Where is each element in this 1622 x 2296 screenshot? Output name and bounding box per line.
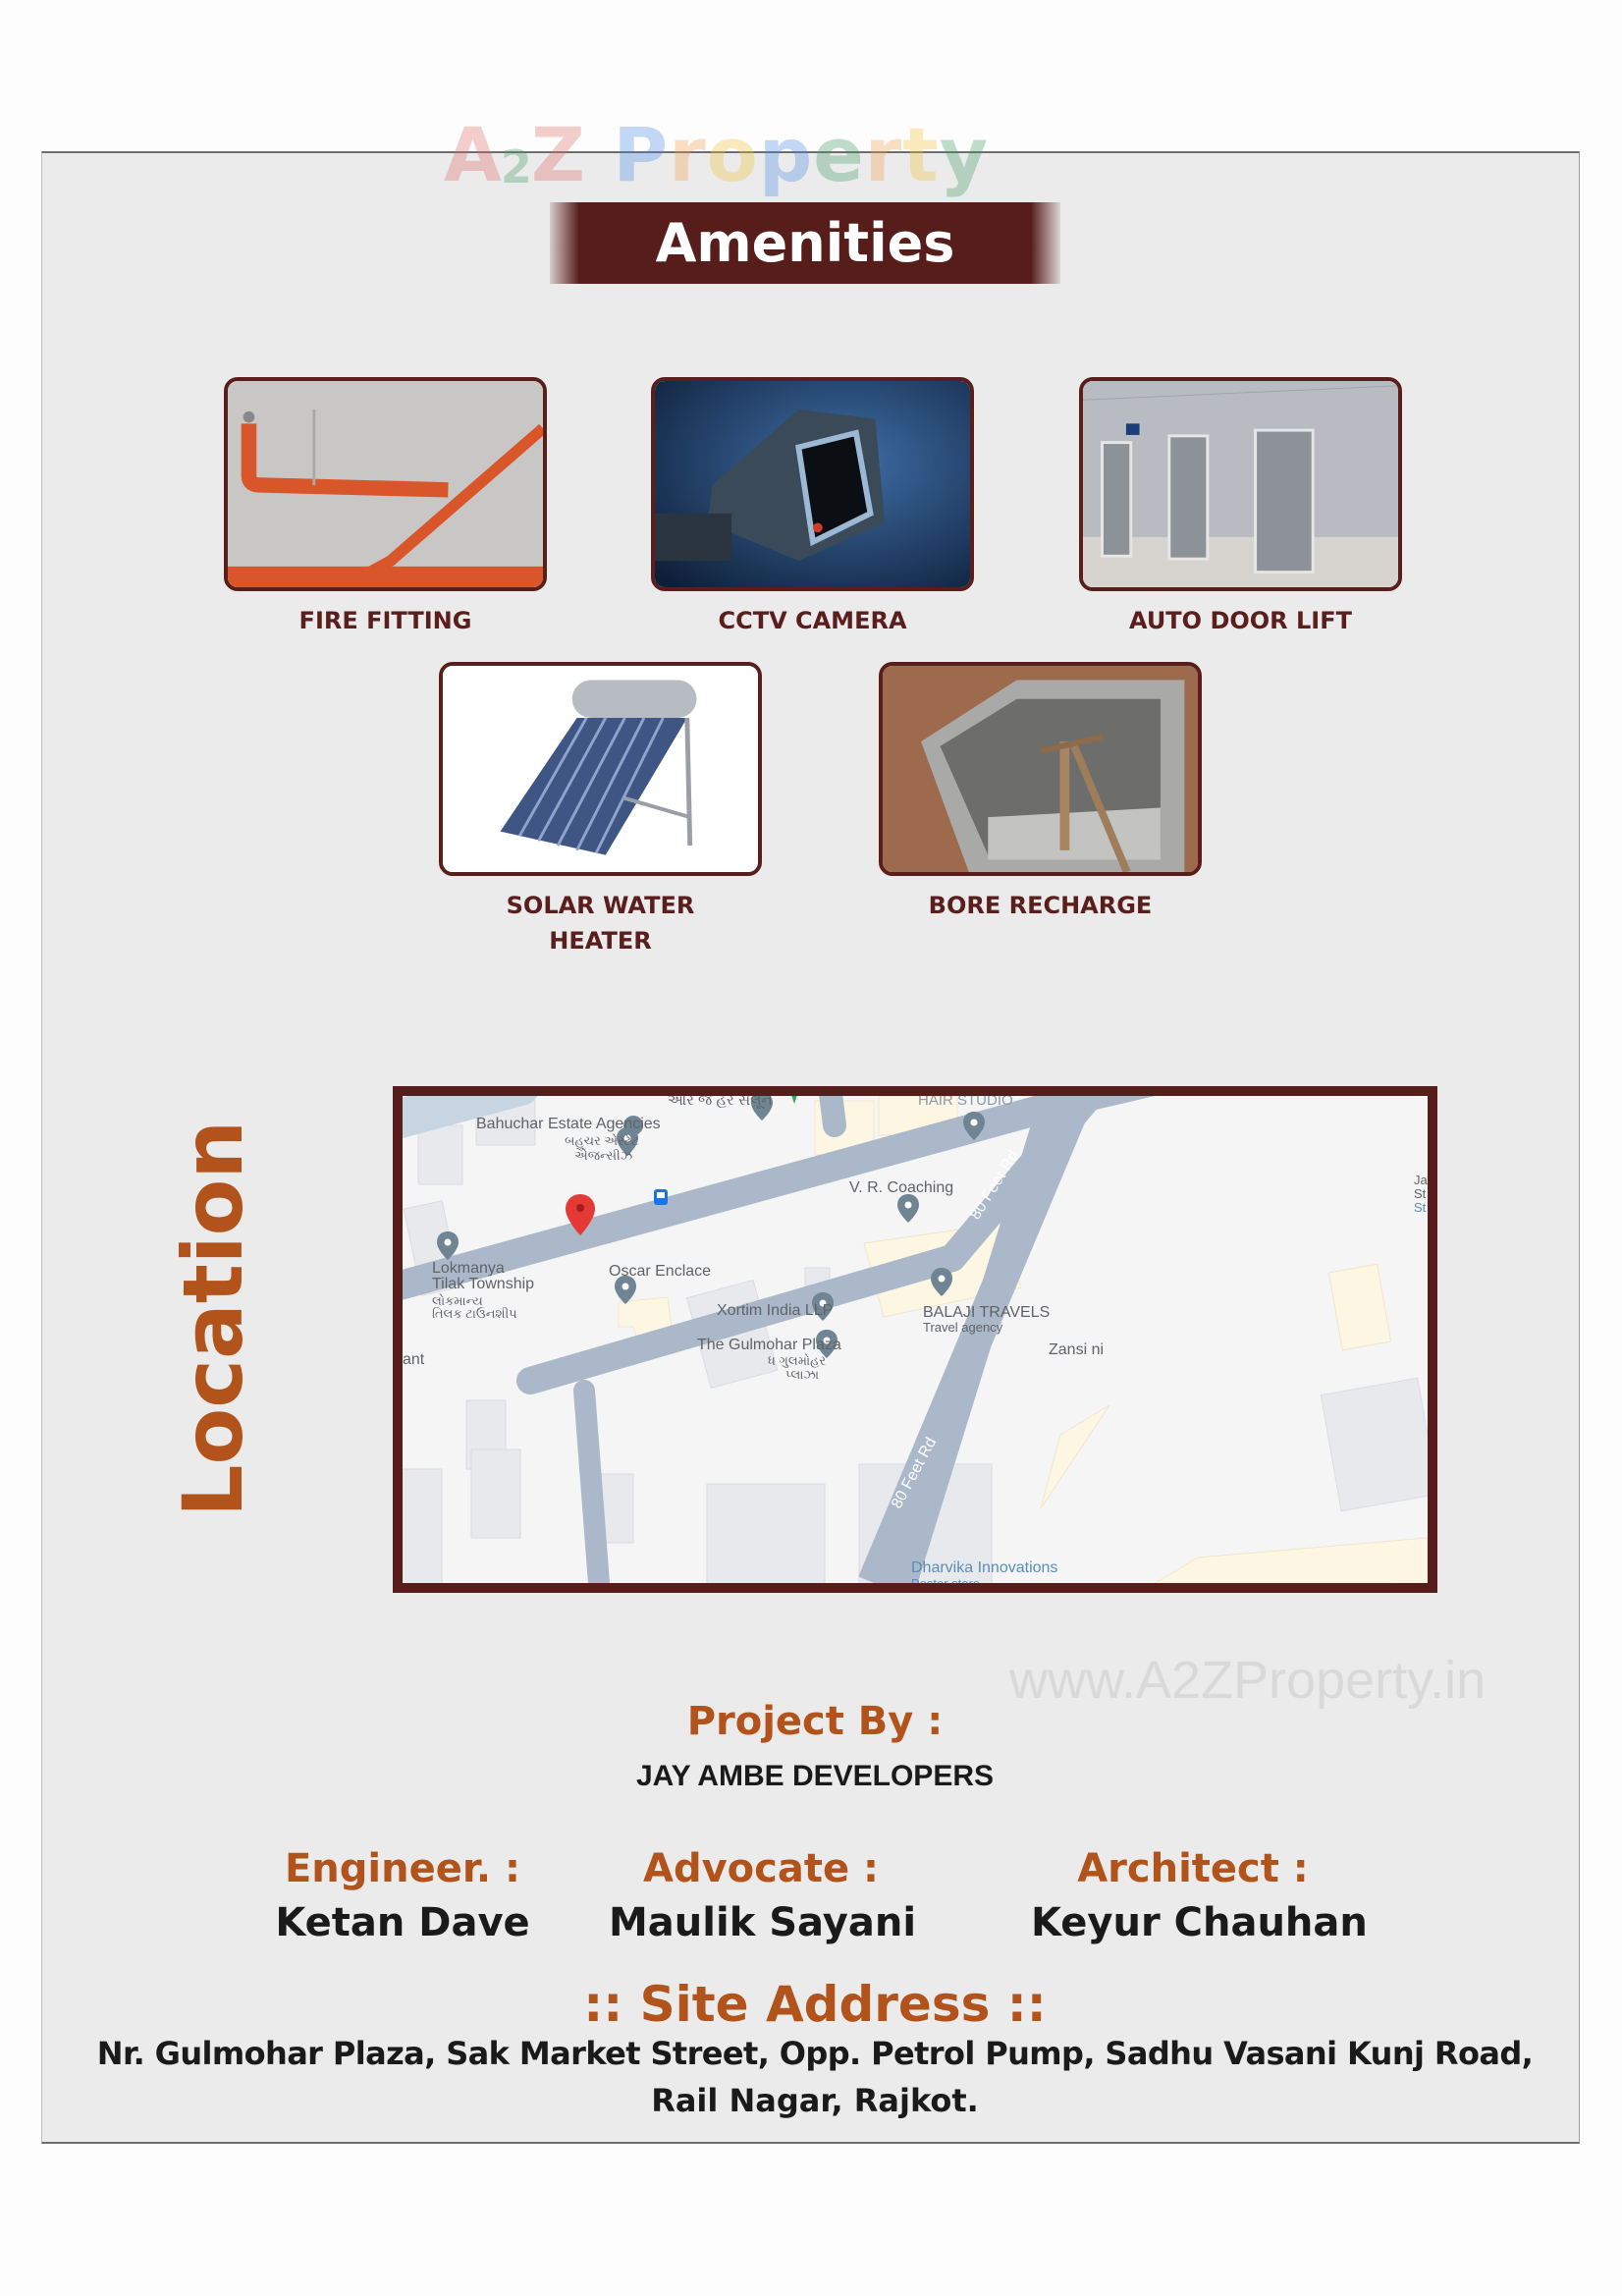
logo-letter: e (813, 111, 865, 198)
bore-recharge-image (879, 662, 1202, 876)
map-label-edge-ja: Ja (1414, 1173, 1428, 1187)
logo-letter: P (613, 111, 670, 198)
logo-letter (586, 118, 613, 192)
solar-water-heater-image (439, 662, 762, 876)
logo-letter: Z (530, 111, 586, 198)
amenity-label-line2: HEATER (549, 927, 652, 955)
map-label-zansi: Zansi ni (1049, 1341, 1105, 1358)
map-label-lokmanya-gu2: તિલક ટાઉનશીપ (432, 1306, 517, 1321)
location-title: Location (165, 1120, 261, 1517)
amenity-label: FIRE FITTING (298, 607, 472, 634)
map-label-gulmohar-plaza: The Gulmohar Plaza (697, 1337, 841, 1353)
engineer-name: Ketan Dave (275, 1900, 530, 1945)
site-address-line1: Nr. Gulmohar Plaza, Sak Market Street, O… (96, 2035, 1534, 2072)
map-label-dharvika: Dharvika Innovations (911, 1559, 1058, 1576)
logo-letter: p (758, 111, 814, 198)
map-label-edge-st1: St (1414, 1186, 1427, 1201)
map-label-bahuchar: Bahuchar Estate Agencies (476, 1116, 661, 1132)
amenity-solar-water-heater: SOLAR WATER HEATER (439, 662, 762, 958)
logo-letter: o (706, 111, 759, 198)
map-label-salon-gujarati: આર જે હેર સલૂન (668, 1092, 773, 1109)
amenities-banner: Amenities (550, 202, 1060, 284)
logo-letter: y (939, 111, 990, 198)
architect-name: Keyur Chauhan (1031, 1900, 1368, 1945)
amenity-auto-door-lift: AUTO DOOR LIFT (1079, 377, 1402, 638)
amenity-label: CCTV CAMERA (718, 607, 907, 634)
amenity-cctv-camera: CCTV CAMERA (651, 377, 974, 638)
site-url-watermark: www.A2ZProperty.in (1009, 1651, 1487, 1710)
map-label-gulmohar-gu1: ધ ગુલમોહર (768, 1353, 827, 1368)
logo-letter: r (864, 111, 903, 198)
amenity-label-line1: SOLAR WATER (506, 892, 695, 919)
a2z-property-watermark-logo: A2Z Property (444, 118, 989, 192)
map-label-vr-coaching: V. R. Coaching (849, 1179, 954, 1196)
advocate-label: Advocate : (642, 1846, 880, 1891)
architect-label: Architect : (1077, 1846, 1309, 1891)
engineer-label: Engineer. : (284, 1846, 521, 1891)
map-label-xortim: Xortim India LLP (717, 1302, 834, 1319)
map-label-balaji-travels: BALAJI TRAVELS (923, 1304, 1051, 1321)
map-label-ant: ant (403, 1351, 425, 1368)
map-label-lokmanya: Lokmanya (432, 1260, 505, 1277)
advocate-name: Maulik Sayani (609, 1900, 917, 1945)
map-label-edge-st2: St (1414, 1200, 1427, 1215)
project-by-label: Project By : (686, 1699, 944, 1744)
map-label-oscar-enclace: Oscar Enclace (609, 1263, 712, 1280)
logo-letter: r (669, 111, 707, 198)
map-roads-and-buildings (403, 1096, 1428, 1583)
amenity-bore-recharge: BORE RECHARGE (879, 662, 1202, 923)
cctv-camera-image (651, 377, 974, 591)
location-map[interactable]: આર જે હેર સલૂન HAIR STUDIO Bahuchar Esta… (393, 1086, 1437, 1593)
fire-fitting-image (224, 377, 547, 591)
amenities-title: Amenities (655, 212, 955, 274)
map-label-bahuchar-gu2: એજન્સીઝ (574, 1148, 633, 1163)
map-label-lokmanya-gu1: લોકમાન્ય (432, 1293, 483, 1308)
amenity-fire-fitting: FIRE FITTING (224, 377, 547, 638)
amenity-label: AUTO DOOR LIFT (1128, 607, 1352, 634)
site-address-label: :: Site Address :: (583, 1976, 1047, 2033)
map-label-tilak-township: Tilak Township (432, 1276, 535, 1292)
map-label-travel-agency: Travel agency (923, 1320, 1003, 1335)
map-label-bahuchar-gu1: બહુચર એસ્ટેટ (565, 1133, 639, 1148)
amenity-label: BORE RECHARGE (928, 892, 1153, 919)
elevator-image (1079, 377, 1402, 591)
map-label-poster-store: Poster store (911, 1576, 981, 1591)
site-address-line2: Rail Nagar, Rajkot. (651, 2082, 979, 2119)
map-label-hair-studio: HAIR STUDIO (918, 1092, 1013, 1109)
logo-letter: A (444, 111, 503, 198)
map-label-gulmohar-gu2: પ્લાઝા (785, 1367, 820, 1382)
logo-letter: 2 (500, 140, 533, 193)
logo-letter: t (902, 111, 940, 198)
amenity-label: SOLAR WATER HEATER (439, 888, 762, 958)
developer-name: JAY AMBE DEVELOPERS (636, 1760, 994, 1792)
